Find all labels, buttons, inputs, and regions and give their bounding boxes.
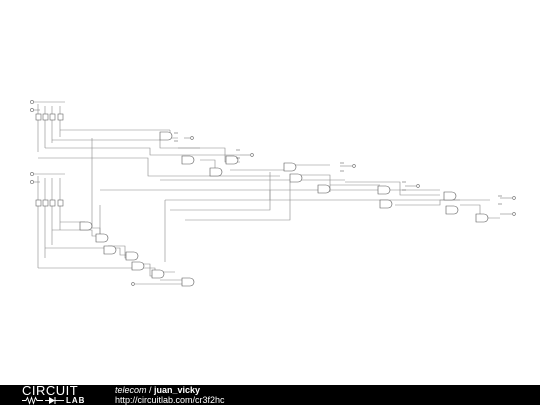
output-probes xyxy=(131,132,516,286)
switch xyxy=(42,199,49,207)
wire xyxy=(52,229,100,237)
gate xyxy=(125,251,139,261)
input-terminal xyxy=(30,108,34,112)
gate xyxy=(181,155,195,165)
gate xyxy=(95,233,109,243)
switch xyxy=(49,199,56,207)
wires xyxy=(32,101,512,285)
schematic-canvas xyxy=(30,100,516,287)
switch xyxy=(35,199,42,207)
gate xyxy=(131,261,145,271)
circuit-url[interactable]: http://circuitlab.com/cr3f2hc xyxy=(115,395,225,405)
gate xyxy=(445,205,459,215)
wire xyxy=(395,199,490,206)
probe-terminal xyxy=(190,136,194,140)
gate xyxy=(443,191,457,201)
wire xyxy=(345,181,440,196)
gate xyxy=(151,269,165,279)
input-terminal xyxy=(30,100,34,104)
footer-info: telecom / juan_vicky http://circuitlab.c… xyxy=(115,385,225,405)
probe-terminal xyxy=(512,196,516,200)
switch xyxy=(35,113,42,121)
circuit-name: juan_vicky xyxy=(154,385,201,395)
wire xyxy=(38,157,280,177)
logic-gates xyxy=(79,131,489,287)
probe-terminal xyxy=(352,164,356,168)
gate xyxy=(225,155,239,165)
gate xyxy=(377,185,391,195)
path-separator: / xyxy=(146,385,155,395)
logo-lab: LAB xyxy=(66,396,86,405)
switch-group-top xyxy=(30,100,64,121)
probe-terminal xyxy=(416,184,420,188)
input-terminal xyxy=(30,172,34,176)
wire xyxy=(460,204,500,219)
wire xyxy=(230,164,330,171)
resistor-diode-icon xyxy=(22,396,64,405)
gate xyxy=(317,184,331,194)
switch xyxy=(57,199,64,207)
wire xyxy=(45,147,240,156)
probe-terminal xyxy=(131,282,135,286)
input-terminal xyxy=(30,180,34,184)
switch xyxy=(49,113,56,121)
gate xyxy=(159,131,173,141)
gate xyxy=(103,245,117,255)
circuit-schematic xyxy=(30,100,516,287)
switch xyxy=(42,113,49,121)
probe-terminal xyxy=(512,212,516,216)
wire xyxy=(170,172,271,211)
wire xyxy=(45,247,128,256)
circuit-owner: telecom xyxy=(115,385,147,395)
gate xyxy=(475,213,489,223)
logo-word: CIRCUIT xyxy=(22,383,79,398)
gate xyxy=(209,167,223,177)
gate xyxy=(289,173,303,183)
probe-terminal xyxy=(250,153,254,157)
gate xyxy=(181,277,195,287)
footer-bar: CIRCUIT LAB telecom / juan_vicky http://… xyxy=(0,383,540,405)
gate xyxy=(283,162,297,172)
gate xyxy=(79,221,93,231)
switch-group-bottom xyxy=(30,172,64,207)
gate xyxy=(379,199,393,209)
wire xyxy=(185,182,291,221)
footer-path: telecom / juan_vicky xyxy=(115,385,225,395)
circuitlab-logo[interactable]: CIRCUIT LAB xyxy=(22,383,94,405)
switch xyxy=(57,113,64,121)
